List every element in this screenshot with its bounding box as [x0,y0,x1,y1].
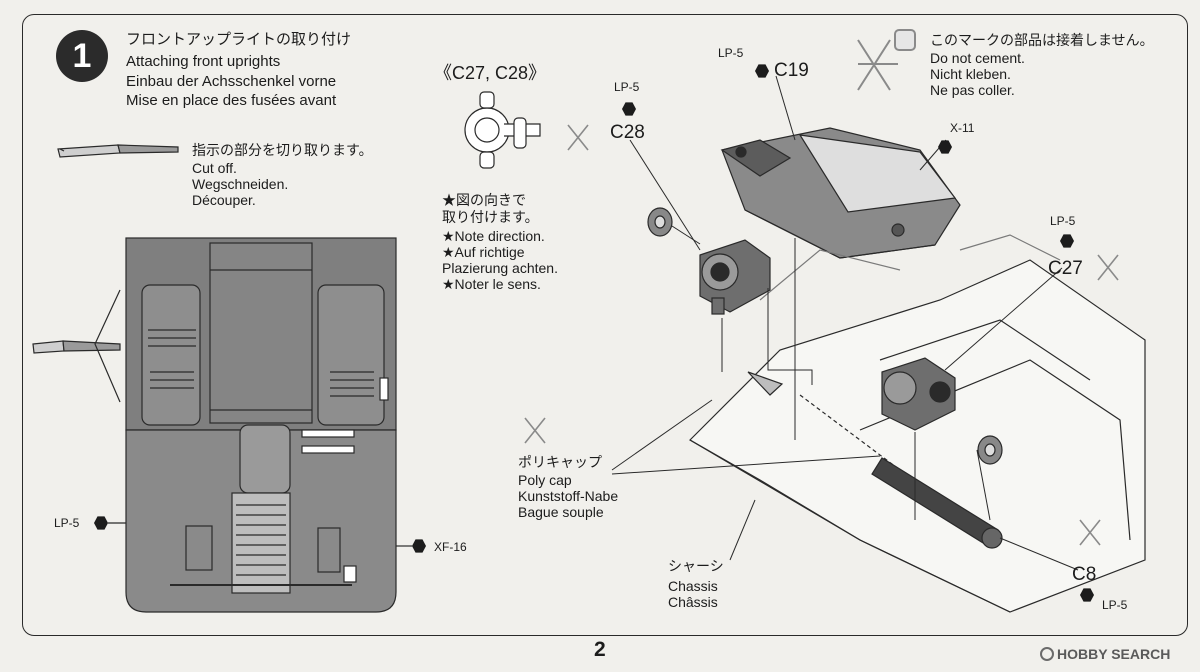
part-c27: C27 [1048,258,1083,279]
polycap-ja: ポリキャップ [518,454,602,470]
step-title-ja: フロントアップライトの取り付け [126,31,352,48]
cutoff-ja: 指示の部分を切り取ります。 [192,142,373,158]
polycap-fr: Bague souple [518,504,604,520]
chassis-bottom-view [108,237,412,613]
direction-ja-2: 取り付けます。 [442,209,539,225]
no-cement-en: Do not cement. [930,50,1025,66]
no-cement-de: Nicht kleben. [930,66,1011,82]
paint-xf16: XF-16 [434,540,467,554]
step-badge: 1 [56,30,108,82]
watermark: HOBBY SEARCH [1040,646,1170,662]
direction-ja-1: ★図の向きで [442,192,526,208]
steering-link [871,457,1003,549]
knife-icon [57,144,179,158]
paint-hex-icon [1080,588,1094,602]
hobby-search-logo-icon [1040,647,1054,661]
polycap-en: Poly cap [518,472,572,488]
part-c8: C8 [1072,564,1097,585]
watermark-text: HOBBY SEARCH [1057,646,1171,662]
part-x11: X-11 [950,121,975,135]
step-title-de: Einbau der Achsschenkel vorne [126,73,337,90]
cutoff-de: Wegschneiden. [192,176,289,192]
paint-hex-icon [412,539,426,553]
step-title-en: Attaching front uprights [126,53,281,70]
upright-c28 [699,239,771,315]
paint-hex-icon [1060,234,1074,248]
no-glue-icon [857,29,916,91]
no-cement-ja: このマークの部品は接着しません。 [930,32,1154,48]
paint-hex-icon [755,64,769,78]
paint-hex-icon [94,516,108,530]
polycap-left [647,207,673,237]
chassis-fr: Châssis [668,594,718,610]
cutoff-fr: Découper. [192,192,256,208]
step-title-fr: Mise en place des fusées avant [126,92,337,109]
paint-lp5-c27: LP-5 [1050,214,1076,228]
paint-hex-icon [622,102,636,116]
chassis-en: Chassis [668,578,718,594]
parts-ref: 《C27, C28》 [434,63,547,83]
paint-hex-icon [938,140,952,154]
direction-de-1: ★Auf richtige [442,244,525,260]
direction-de-2: Plazierung achten. [442,260,558,276]
page-number: 2 [594,638,606,661]
chassis-ja: シャーシ [668,558,724,574]
polycap-right [977,435,1003,465]
paint-lp5-c28: LP-5 [614,80,640,94]
paint-lp5-c8: LP-5 [1102,598,1128,612]
upright-c27 [881,357,956,431]
knife-icon-2 [32,289,121,403]
direction-en: ★Note direction. [442,228,545,244]
direction-sketch [464,91,541,169]
cutoff-en: Cut off. [192,160,237,176]
chassis-block-x11 [720,127,961,259]
part-c19: C19 [774,60,809,81]
chassis-frame [689,234,1146,613]
part-c28: C28 [610,122,645,143]
no-cement-fr: Ne pas coller. [930,82,1015,98]
paint-lp5-c19: LP-5 [718,46,744,60]
page-frame [22,14,1188,636]
paint-lp5-left: LP-5 [54,516,80,530]
direction-fr: ★Noter le sens. [442,276,541,292]
polycap-de: Kunststoff-Nabe [518,488,619,504]
